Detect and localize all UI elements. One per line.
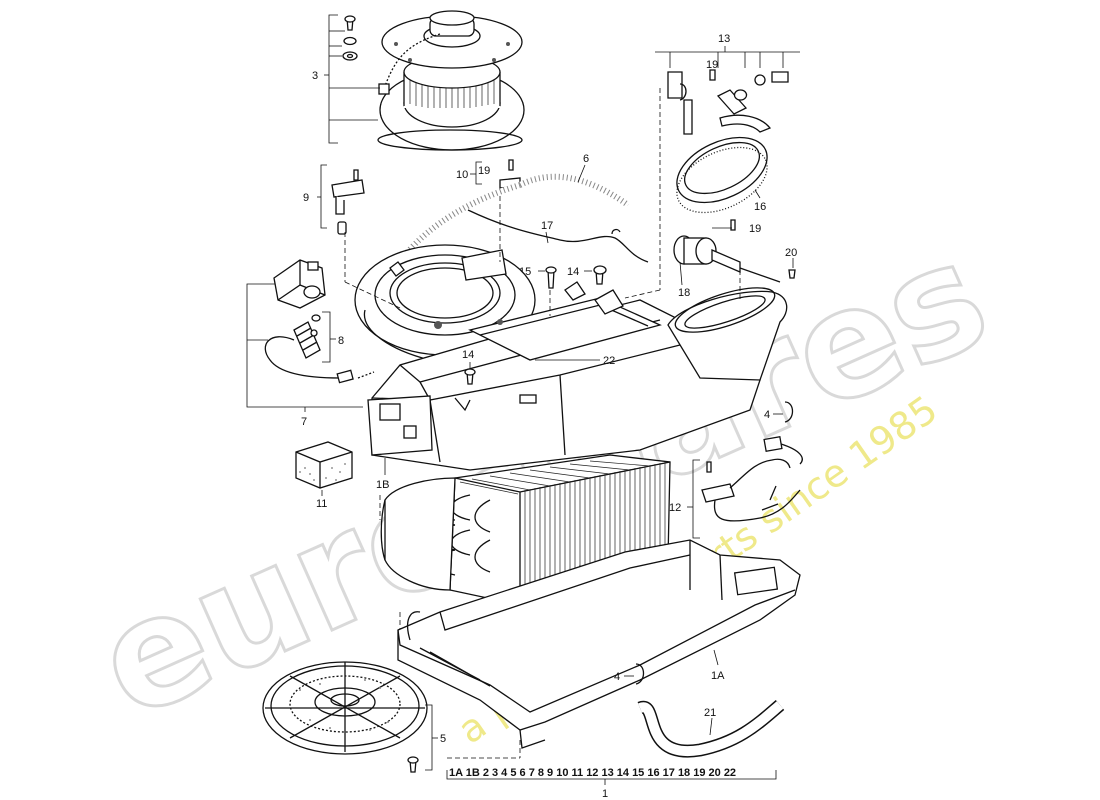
vacuum-unit-part-18 <box>673 219 781 286</box>
cable-part-17 <box>467 209 649 263</box>
screw-part-14-lower <box>464 362 476 385</box>
callout-19-right: 19 <box>749 223 761 235</box>
screws-15-14 <box>538 265 607 289</box>
flap-lever-part-9 <box>317 164 365 235</box>
callout-1b: 1B <box>376 479 389 491</box>
sensor-part-8 <box>247 311 375 384</box>
fan-grille-part-5 <box>262 661 438 773</box>
part-13-bracket <box>655 46 800 135</box>
callout-3: 3 <box>312 70 318 82</box>
callout-6: 6 <box>583 153 589 165</box>
blower-motor-part <box>377 10 525 151</box>
callout-19-upper-right: 19 <box>706 59 718 71</box>
callout-14-lower: 14 <box>462 349 474 361</box>
index-bracket <box>446 757 777 785</box>
callout-14-upper: 14 <box>567 266 579 278</box>
callout-21: 21 <box>704 707 716 719</box>
wiring-part-12 <box>687 435 803 539</box>
motor-screw-stack <box>342 15 358 61</box>
callout-3-bracket <box>324 14 380 144</box>
callout-13: 13 <box>718 33 730 45</box>
servo-part-7 <box>246 259 363 412</box>
housing-part-1b <box>380 458 456 591</box>
foam-block-part-11 <box>295 441 353 496</box>
clip-part-4-upper <box>773 401 794 423</box>
clip-part-4-lower <box>624 663 645 685</box>
screw-part-20 <box>788 258 796 279</box>
callout-1a: 1A <box>711 670 725 682</box>
callout-8: 8 <box>338 335 344 347</box>
hose-part-6 <box>402 164 630 257</box>
filter-ring-part-16 <box>676 136 768 214</box>
callout-7: 7 <box>301 416 307 428</box>
upper-housing <box>354 244 788 471</box>
callout-20: 20 <box>785 247 797 259</box>
evaporator-fins <box>459 460 666 603</box>
callout-22: 22 <box>603 355 615 367</box>
callout-4-lower: 4 <box>614 671 620 683</box>
callout-4-upper: 4 <box>764 409 770 421</box>
hose-part-21 <box>637 700 785 758</box>
assembly-dashed-lines <box>344 88 741 758</box>
callout-9: 9 <box>303 192 309 204</box>
callout-16: 16 <box>754 201 766 213</box>
callout-5: 5 <box>440 733 446 745</box>
lower-tray-part-1a <box>397 539 801 749</box>
index-line: 1A 1B 2 3 4 5 6 7 8 9 10 11 12 13 14 15 … <box>449 767 736 779</box>
callout-12: 12 <box>669 502 681 514</box>
callout-1: 1 <box>602 788 608 800</box>
callout-17: 17 <box>541 220 553 232</box>
callout-19-upper-left: 19 <box>478 165 490 177</box>
callout-11: 11 <box>316 498 327 510</box>
callout-18: 18 <box>678 287 690 299</box>
callout-10: 10 <box>456 169 468 181</box>
